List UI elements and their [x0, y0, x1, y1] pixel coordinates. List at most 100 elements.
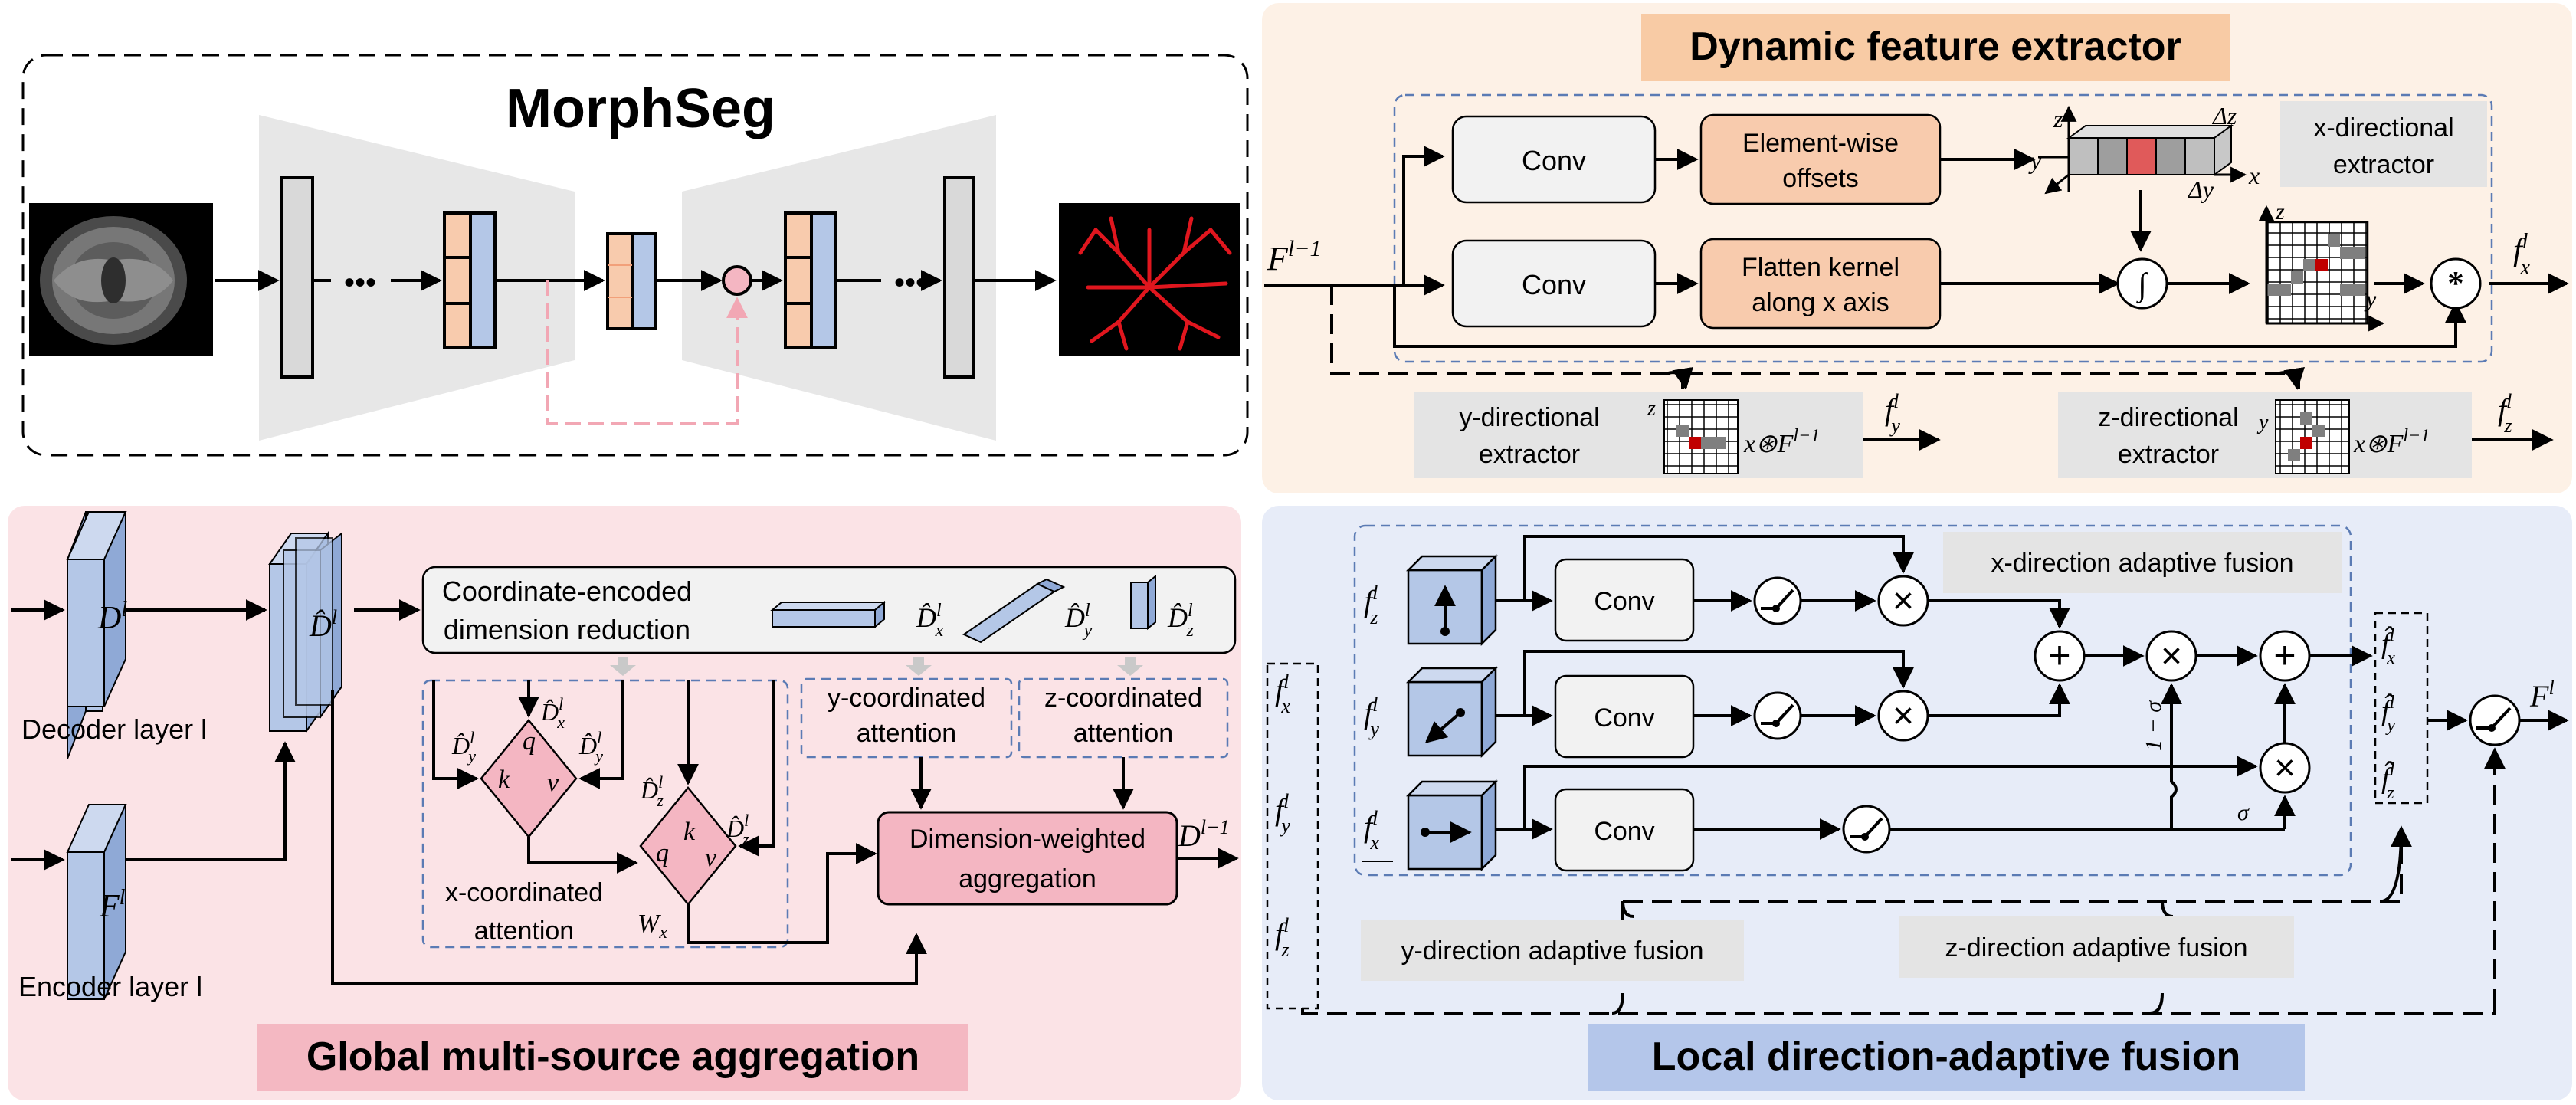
mul-4-symbol: ×: [2274, 748, 2296, 789]
diamond1-v: v: [547, 769, 559, 797]
mul-3-symbol: ×: [2161, 636, 2182, 677]
dfe-conv-op-node: [2430, 257, 2482, 310]
morphseg-title: MorphSeg: [506, 78, 775, 139]
x-coord-label-1: x-coordinated: [445, 878, 603, 907]
cube-axis-y: y: [2028, 146, 2042, 174]
ldf-title: Local direction-adaptive fusion: [1652, 1035, 2241, 1079]
x-extractor-label-box: [2280, 101, 2487, 187]
dfe-title: Dynamic feature extractor: [1689, 25, 2181, 69]
dz-bar: [1130, 574, 1156, 631]
final-activation: [2469, 694, 2521, 746]
dynamic-feature-extractor-panel: Dynamic feature extractor Fl−1 Conv Conv…: [1262, 3, 2572, 493]
y-grid-axis-z: z: [1647, 397, 1656, 421]
activation-2: [1753, 691, 1802, 740]
z-grid-axis-y: y: [2256, 411, 2269, 434]
concat-node: [722, 265, 752, 296]
gma-title-box: [257, 1024, 968, 1091]
encoder-trapezoid: [259, 115, 575, 441]
output-vessel-segmentation: [1059, 203, 1240, 356]
x-extractor-label-2: extractor: [2333, 150, 2434, 179]
add-1-symbol: +: [2048, 634, 2070, 677]
cube-fy: [1405, 665, 1499, 759]
encoder-layer-2: [443, 211, 497, 349]
z-coord-label-2: attention: [1073, 719, 1173, 748]
cube-fx: [1405, 779, 1499, 872]
encoder-layer-label: Encoder layer l: [18, 971, 202, 1002]
dfe-conv-1-label: Conv: [1522, 145, 1586, 176]
z-coord-box: [1018, 677, 1229, 759]
diamond1-k: k: [498, 766, 510, 794]
z-fusion-label: z-direction adaptive fusion: [1945, 933, 2247, 962]
decoder-dots: •••: [894, 266, 926, 300]
offsets-label-2: offsets: [1782, 164, 1859, 193]
cube-fz: [1405, 553, 1499, 647]
z-extractor-label-2: extractor: [2118, 440, 2219, 469]
flatten-label-1: Flatten kernel: [1742, 253, 1899, 282]
decoder-trapezoid: [682, 115, 996, 441]
z-extractor-op: x⊛Fl−1: [2353, 426, 2430, 458]
cube-axis-x: x: [2248, 162, 2260, 189]
y-fusion-label: y-direction adaptive fusion: [1401, 936, 1703, 966]
diamond1-q: q: [523, 727, 536, 756]
y-coord-label-1: y-coordinated: [828, 684, 985, 713]
y-extractor-label-2: extractor: [1479, 440, 1580, 469]
diamond2-q: q: [656, 839, 669, 867]
integral-node: [2116, 257, 2168, 310]
decoder-layer-label: Decoder layer l: [21, 713, 207, 745]
coord-label-2: dimension reduction: [444, 614, 690, 645]
agg-label-1: Dimension-weighted: [909, 825, 1145, 854]
mul-2-symbol: ×: [1893, 696, 1914, 736]
x-extractor-label-1: x-directional: [2313, 113, 2453, 143]
diamond2-v: v: [705, 844, 717, 872]
x-coord-label-2: attention: [474, 916, 574, 946]
ldf-output-label: Fl: [2529, 677, 2555, 713]
y-extractor-label-1: y-directional: [1459, 403, 1599, 432]
x-fusion-label: x-direction adaptive fusion: [1991, 549, 2293, 578]
z-extractor-label-1: z-directional: [2098, 403, 2238, 432]
encoder-F-label: Fl: [99, 886, 126, 924]
sigma-label: σ: [2237, 800, 2250, 825]
morphseg-panel: MorphSeg: [21, 54, 1249, 457]
cube-axis-z: z: [2053, 105, 2063, 133]
z-fusion-label-box: [1899, 916, 2294, 978]
grid-axis-z: z: [2275, 199, 2285, 225]
offset-cube-strip: [2066, 124, 2234, 176]
wx-label: Wx: [637, 910, 667, 943]
encoder-dots: •••: [344, 266, 376, 300]
ldf-conv-2-label: Conv: [1594, 703, 1654, 733]
gma-output-label: Dl−1: [1178, 816, 1230, 853]
input-mri-image: [29, 203, 213, 356]
grid-axis-y: y: [2364, 287, 2377, 312]
one-minus-sigma-label: 1 − σ: [2141, 700, 2166, 751]
diamond2-k: k: [683, 818, 696, 846]
x-kernel-grid: [2265, 221, 2369, 325]
activation-3: [1842, 805, 1891, 854]
skip-connection: [546, 280, 748, 425]
ldf-conv-1-label: Conv: [1594, 587, 1654, 616]
x-fusion-label-box: [1943, 532, 2342, 593]
decoder-layer-1: [784, 211, 837, 349]
z-coord-label-1: z-coordinated: [1044, 684, 1202, 713]
agg-label-2: aggregation: [959, 864, 1096, 894]
gma-title: Global multi-source aggregation: [306, 1035, 919, 1079]
decoder-layer-2: [943, 176, 975, 379]
dfe-input-label: Fl−1: [1267, 236, 1321, 277]
cube-delta-y: Δy: [2187, 175, 2214, 203]
mul-1-symbol: ×: [1893, 581, 1914, 621]
dfe-title-box: [1641, 14, 2230, 81]
offsets-label-1: Element-wise: [1742, 129, 1899, 158]
coord-label-1: Coordinate-encoded: [442, 575, 692, 607]
